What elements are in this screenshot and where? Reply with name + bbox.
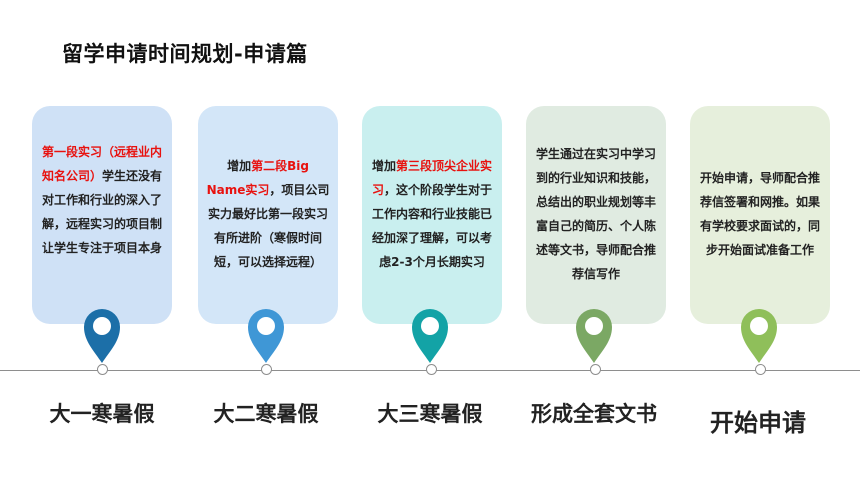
card-text: ，这个阶段学生对于工作内容和行业技能已经加深了理解，可以考虑2-3个月长期实习: [371, 183, 493, 269]
stage-card-1: 第一段实习（远程业内知名公司）学生还没有对工作和行业的深入了解，远程实习的项目制…: [32, 106, 172, 324]
card-text: ，项目公司实力最好比第一段实习有所进阶（寒假时间短，可以选择远程）: [207, 183, 330, 269]
card-prefix: 增加: [227, 159, 252, 173]
card-prefix: 增加: [371, 159, 396, 173]
stage-card-2: 增加第二段Big Name实习，项目公司实力最好比第一段实习有所进阶（寒假时间短…: [198, 106, 338, 324]
map-pin-icon: [576, 309, 612, 363]
card-highlight: 第二段Big Name实习: [206, 159, 309, 197]
timeline-dot: [755, 364, 766, 375]
stage-label-3: 大三寒暑假: [377, 402, 483, 426]
map-pin-icon: [84, 309, 120, 363]
card-highlight: 第一段实习（远程业内知名公司）: [41, 145, 162, 183]
map-pin-icon: [741, 309, 777, 363]
stage-label-1: 大一寒暑假: [49, 402, 155, 426]
timeline-dot: [426, 364, 437, 375]
stage-label-4: 形成全套文书: [531, 402, 657, 426]
stage-label-5: 开始申请: [710, 409, 806, 437]
stage-label-2: 大二寒暑假: [213, 402, 319, 426]
card-text: 开始申请，导师配合推荐信签署和网推。如果有学校要求面试的，同步开始面试准备工作: [699, 171, 820, 257]
map-pin-icon: [412, 309, 448, 363]
card-highlight: 第三段顶尖企业实习: [371, 159, 493, 197]
stage-card-4: 学生通过在实习中学习到的行业知识和技能，总结出的职业规划等丰富自己的简历、个人陈…: [526, 106, 666, 324]
card-text: 学生通过在实习中学习到的行业知识和技能，总结出的职业规划等丰富自己的简历、个人陈…: [535, 147, 656, 281]
timeline-dot: [261, 364, 272, 375]
map-pin-icon: [248, 309, 284, 363]
stage-card-5: 开始申请，导师配合推荐信签署和网推。如果有学校要求面试的，同步开始面试准备工作: [690, 106, 830, 324]
timeline-dot: [97, 364, 108, 375]
card-text: 学生还没有对工作和行业的深入了解，远程实习的项目制让学生专注于项目本身: [41, 169, 163, 255]
page-title: 留学申请时间规划-申请篇: [62, 42, 308, 66]
stage-card-3: 增加第三段顶尖企业实习，这个阶段学生对于工作内容和行业技能已经加深了理解，可以考…: [362, 106, 502, 324]
timeline-dot: [590, 364, 601, 375]
